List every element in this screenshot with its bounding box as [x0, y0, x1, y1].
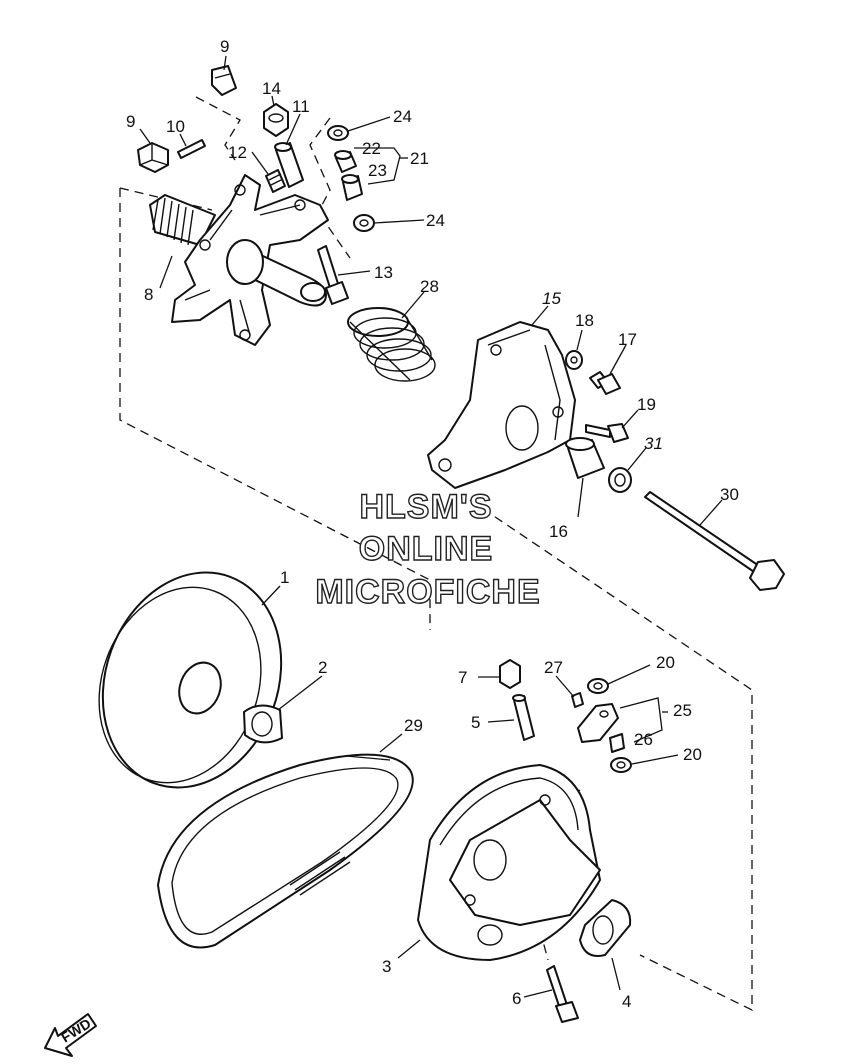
part-6-bolt [546, 965, 579, 1023]
callout-10: 10 [166, 117, 185, 136]
callout-25: 25 [673, 701, 692, 720]
callout-19: 19 [637, 395, 656, 414]
part-17-bolt [589, 371, 621, 395]
part-1-sheave [98, 571, 283, 789]
callout-26: 26 [634, 730, 653, 749]
part-30-bolt [644, 491, 785, 591]
callout-9-left: 9 [126, 112, 135, 131]
part-18-washer [565, 350, 583, 370]
callout-24-lower: 24 [426, 211, 445, 230]
part-4-bushing [579, 899, 632, 957]
callout-labels: 9 9 10 12 14 11 24 22 23 21 24 13 8 28 1… [126, 37, 739, 1011]
callout-13: 13 [374, 263, 393, 282]
callout-16: 16 [549, 522, 568, 541]
part-2-bushing [243, 704, 283, 744]
part-9-slider-left [137, 142, 169, 173]
part-12-set-screw [265, 169, 286, 193]
part-24-washer-upper [327, 125, 349, 141]
callout-31: 31 [644, 434, 663, 453]
callout-2: 2 [318, 658, 327, 677]
part-3-sheave [417, 764, 601, 961]
part-9-slider-top [211, 65, 237, 96]
fwd-arrow-icon: FWD [44, 1013, 97, 1057]
watermark: HLSM'S ONLINE MICROFICHE [315, 487, 541, 611]
callout-22: 22 [362, 139, 381, 158]
watermark-line-3: MICROFICHE [315, 573, 540, 611]
part-26-roller [609, 733, 625, 753]
watermark-line-2: ONLINE [359, 530, 493, 568]
part-29-belt [157, 753, 414, 949]
watermark-line-1: HLSM'S [359, 488, 492, 526]
callout-11: 11 [292, 97, 310, 116]
callout-17: 17 [618, 330, 637, 349]
part-31-bushing [608, 467, 632, 493]
part-11-sleeve [274, 142, 304, 188]
part-16-roller [565, 437, 605, 479]
callout-28: 28 [420, 277, 439, 296]
part-7-nut [499, 659, 521, 689]
callout-7: 7 [458, 668, 467, 687]
part-22-roller [334, 150, 357, 173]
callout-29: 29 [404, 716, 423, 735]
callout-6: 6 [512, 989, 521, 1008]
callout-18: 18 [575, 311, 594, 330]
part-14-nut [263, 103, 289, 137]
callout-5: 5 [471, 713, 480, 732]
callout-3: 3 [382, 957, 391, 976]
callout-27: 27 [544, 658, 563, 677]
part-25-weight [577, 703, 619, 743]
part-20-washer-upper [587, 678, 609, 694]
part-27-pin [571, 692, 584, 708]
leader-lines [139, 55, 723, 998]
callout-30: 30 [720, 485, 739, 504]
callout-9-top: 9 [220, 37, 229, 56]
part-15-cover [427, 321, 576, 489]
part-10-pin [177, 139, 206, 159]
callout-1: 1 [280, 568, 289, 587]
callout-15: 15 [542, 289, 561, 308]
part-5-pin [512, 694, 535, 741]
callout-4: 4 [622, 992, 631, 1011]
part-8-spider-assembly [149, 174, 329, 346]
part-23-bushing [341, 174, 363, 201]
part-24-washer-lower [353, 214, 375, 232]
callout-8: 8 [144, 285, 153, 304]
callout-23: 23 [368, 161, 387, 180]
callout-20-upper: 20 [656, 653, 675, 672]
part-13-bolt [317, 245, 349, 305]
callout-12: 12 [228, 143, 247, 162]
part-19-bolt [585, 423, 629, 443]
callout-20-lower: 20 [683, 745, 702, 764]
callout-21: 21 [410, 149, 429, 168]
callout-14: 14 [262, 79, 281, 98]
part-28-spring [347, 307, 436, 382]
part-20-washer-lower [610, 757, 632, 773]
callout-24-upper: 24 [393, 107, 412, 126]
